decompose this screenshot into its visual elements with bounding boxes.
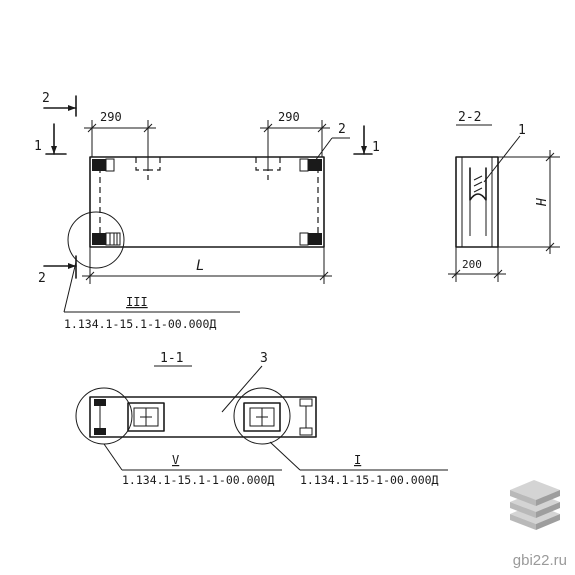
stacked-slabs-icon <box>510 480 560 530</box>
callout-3-label: 3 <box>260 351 268 366</box>
section-marker-2-bottom: 2 <box>38 255 77 286</box>
dimension-height: H <box>498 150 560 254</box>
detail-circle-III: III 1.134.1-15.1-1-00.000Д <box>63 211 240 331</box>
section-inner-lines <box>469 200 487 236</box>
section-2-2-view: 2-2 1 H 200 <box>448 110 560 282</box>
section-1-left-label: 1 <box>34 139 42 154</box>
loop-pocket-right <box>243 402 281 432</box>
ref-V-label: V <box>172 453 179 467</box>
dimension-290-left: 290 <box>84 110 156 170</box>
section-marker-1-left: 1 <box>34 123 67 155</box>
section-marker-2-top: 2 <box>42 91 77 117</box>
view-1-1-title: 1-1 <box>160 351 183 366</box>
section-2-bottom-label: 2 <box>38 271 46 286</box>
section-hatch <box>473 175 483 193</box>
dimension-length: L <box>82 247 332 284</box>
section-1-right-label: 1 <box>372 140 380 155</box>
section-2-label: 2 <box>42 91 50 106</box>
dimension-width: 200 <box>448 247 506 282</box>
loop-pocket-left <box>127 402 165 432</box>
elevation-view: 290 290 L 2 <box>34 91 380 331</box>
corner-plate-top-left <box>92 158 115 172</box>
watermark-text: gbi22.ru <box>512 552 567 569</box>
corner-plate-bottom-left <box>92 232 121 246</box>
ref-I-code: 1.134.1-15-1-00.000Д <box>300 473 439 487</box>
ref-III-code: 1.134.1-15.1-1-00.000Д <box>64 317 216 331</box>
plan-end-right <box>299 398 313 436</box>
callout-1-label: 1 <box>518 123 526 138</box>
loop-left-hidden <box>135 157 161 180</box>
section-2-2-outline <box>455 156 499 248</box>
dim-left-text: 290 <box>100 110 122 124</box>
corner-plate-top-right <box>299 158 322 172</box>
view-2-2-title: 2-2 <box>458 110 481 125</box>
plan-end-left <box>94 399 106 435</box>
ref-I-label: I <box>354 453 361 467</box>
dimension-290-right: 290 <box>260 110 330 170</box>
plan-outline <box>89 396 317 438</box>
corner-plate-bottom-right <box>299 232 322 246</box>
dim-length-text: L <box>196 258 204 274</box>
loop-right-hidden <box>255 157 281 180</box>
detail-circle-I: I 1.134.1-15-1-00.000Д <box>233 387 448 487</box>
callout-3-leader <box>221 365 263 413</box>
ref-III-label: III <box>126 295 148 309</box>
dim-width-text: 200 <box>462 258 482 271</box>
section-1-1-view: 1-1 3 <box>75 351 448 487</box>
dim-height-text: H <box>535 198 550 207</box>
detail-circle-V: V 1.134.1-15.1-1-00.000Д <box>75 387 282 487</box>
section-marker-1-right: 1 <box>353 125 380 155</box>
dim-right-text: 290 <box>278 110 300 124</box>
callout-2-label: 2 <box>338 122 346 137</box>
callout-1-leader <box>483 135 521 183</box>
section-profile <box>469 167 487 201</box>
beam-outline <box>89 156 325 248</box>
ref-V-code: 1.134.1-15.1-1-00.000Д <box>122 473 274 487</box>
callout-2: 2 <box>311 122 350 166</box>
